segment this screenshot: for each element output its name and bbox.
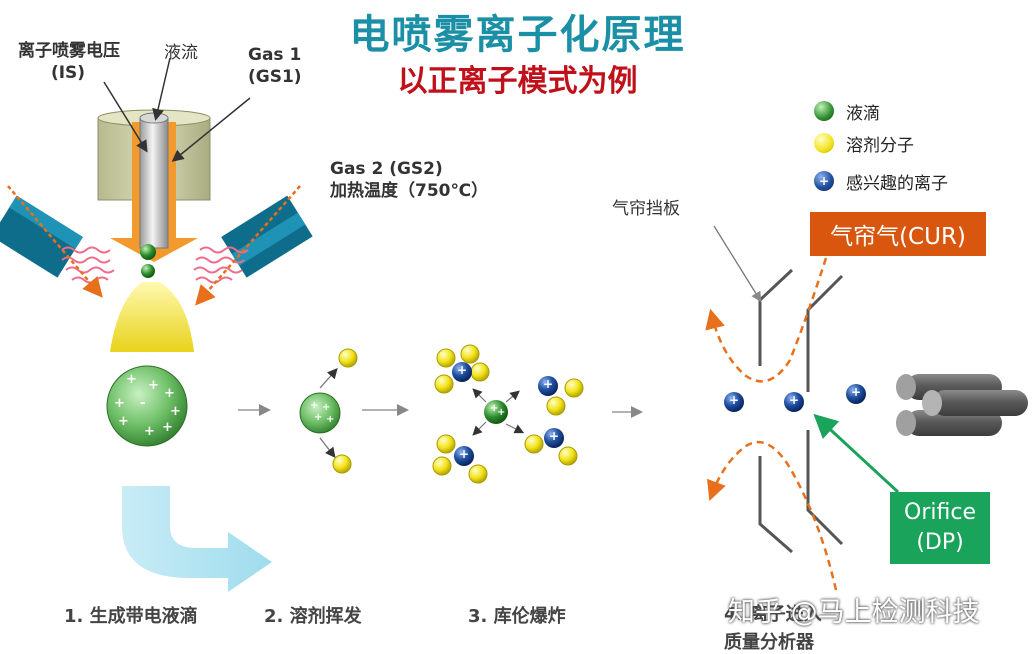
liquid-flow-label: 液流	[164, 43, 198, 63]
legend-label: 液滴	[846, 103, 880, 124]
legend-item: 溶剂分子	[814, 130, 914, 156]
step-4-label: 4. 离子进入	[724, 604, 822, 625]
label-line: (IS)	[50, 63, 86, 83]
curtain-gas-box: 气帘气(CUR)	[810, 212, 986, 256]
label-line: 离子喷雾电压	[18, 41, 120, 61]
ion-spray-voltage-label: 离子喷雾电压 (IS)	[18, 40, 120, 84]
step-1-label: 1. 生成带电液滴	[64, 606, 198, 627]
curtain-plate-label: 气帘挡板	[612, 199, 680, 219]
ion-dot-icon: +	[814, 171, 834, 191]
page-title: 电喷雾离子化原理	[349, 11, 686, 58]
coulomb-explosion	[432, 344, 584, 484]
label-line: (DP)	[916, 530, 964, 555]
legend-item: + 感兴趣的离子	[814, 168, 948, 194]
legend-item: 液滴	[814, 98, 880, 124]
curtain-interface	[705, 225, 1028, 591]
label-line: Orifice	[904, 500, 976, 525]
step-3-label: 3. 库伦爆炸	[468, 606, 566, 627]
watermark: 知乎 @马上检测科技	[728, 597, 980, 628]
solvent-dot-icon	[814, 133, 834, 153]
droplet-dot-icon	[814, 101, 834, 121]
page-subtitle: 以正离子模式为例	[397, 64, 638, 99]
legend-label: 感兴趣的离子	[846, 173, 948, 194]
esi-source	[0, 57, 313, 352]
quadrupole-rods	[896, 374, 1028, 436]
step-2-label: 2. 溶剂挥发	[264, 606, 362, 627]
gas2-label: Gas 2 (GS2) 加热温度（750℃）	[330, 158, 488, 202]
orifice-box: Orifice (DP)	[890, 492, 990, 564]
label-line: Gas 2 (GS2)	[330, 159, 443, 179]
gas1-label: Gas 1 (GS1)	[248, 44, 302, 88]
label-line: Gas 1	[248, 45, 302, 65]
label-line: 加热温度（750℃）	[330, 181, 489, 201]
evaporation	[299, 348, 358, 474]
label-line: (GS1)	[248, 67, 302, 87]
charged-droplet	[106, 365, 188, 447]
step-4-label-line2: 质量分析器	[724, 632, 814, 653]
process-arrow	[122, 486, 272, 592]
legend-label: 溶剂分子	[846, 135, 914, 156]
